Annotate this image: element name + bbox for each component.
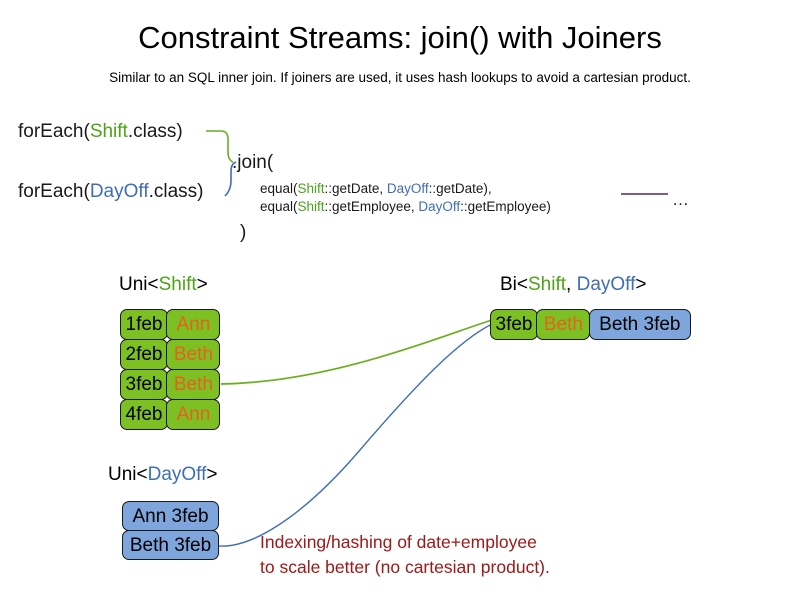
- cell-date: 1feb: [120, 309, 168, 340]
- code-joiner-2-prefix: equal(: [260, 199, 298, 214]
- brace-shift-to-join: [206, 130, 234, 163]
- code-join-close: ): [240, 222, 247, 243]
- cell-dayoff-pair: Beth 3feb: [122, 530, 219, 560]
- code-type-dayoff: DayOff: [89, 181, 149, 202]
- code-type-shift: Shift: [89, 121, 128, 142]
- uni-dayoff-header-prefix: Uni<: [108, 464, 148, 485]
- code-joiner-2-left-method: ::getEmployee,: [324, 199, 419, 214]
- indexing-note-line2: to scale better (no cartesian product).: [260, 556, 550, 577]
- code-foreach-shift: forEach(Shift.class): [18, 121, 183, 143]
- cell-dayoff-pair: Beth 3feb: [588, 309, 691, 340]
- code-joiner-1: equal(Shift::getDate, DayOff::getDate),: [260, 181, 492, 196]
- uni-shift-header-suffix: >: [196, 274, 208, 295]
- code-joiner-1-left-type: Shift: [297, 181, 325, 196]
- bi-header-separator: ,: [566, 274, 577, 295]
- cell-employee: Ann: [166, 399, 221, 430]
- uni-shift-header-type: Shift: [158, 274, 197, 295]
- cell-date: 3feb: [120, 369, 168, 400]
- bi-header-prefix: Bi<: [500, 274, 528, 295]
- code-join-open: .join(: [232, 152, 274, 173]
- code-foreach-shift-suffix: .class): [127, 121, 183, 142]
- code-foreach-dayoff: forEach(DayOff.class): [18, 181, 204, 203]
- indexing-note-line1: Indexing/hashing of date+employee: [260, 532, 537, 552]
- uni-shift-row: 2feb Beth: [120, 339, 221, 370]
- uni-shift-row: 4feb Ann: [120, 399, 221, 430]
- code-joiner-2: equal(Shift::getEmployee, DayOff::getEmp…: [260, 199, 551, 214]
- uni-shift-header-prefix: Uni<: [119, 274, 159, 295]
- code-foreach-dayoff-suffix: .class): [148, 181, 204, 202]
- cell-employee: Beth: [536, 309, 591, 340]
- code-joiner-2-right-type: DayOff: [418, 199, 461, 214]
- code-ellipsis: …: [672, 190, 689, 209]
- indexing-note: Indexing/hashing of date+employee to sca…: [260, 530, 550, 580]
- uni-dayoff-header: Uni<DayOff>: [108, 464, 218, 486]
- uni-shift-row: 1feb Ann: [120, 309, 221, 340]
- bi-header-type-a: Shift: [528, 274, 567, 295]
- cell-dayoff-pair: Ann 3feb: [122, 501, 219, 531]
- uni-shift-row: 3feb Beth: [120, 369, 221, 400]
- cell-date: 4feb: [120, 399, 168, 430]
- cell-date: 3feb: [490, 309, 538, 340]
- uni-dayoff-header-type: DayOff: [147, 464, 207, 485]
- cell-date: 2feb: [120, 339, 168, 370]
- cell-employee: Beth: [166, 369, 221, 400]
- code-foreach-shift-prefix: forEach(: [18, 121, 90, 142]
- code-foreach-dayoff-prefix: forEach(: [18, 181, 90, 202]
- cell-employee: Ann: [166, 309, 221, 340]
- page-title: Constraint Streams: join() with Joiners: [138, 20, 662, 55]
- uni-dayoff-row: Beth 3feb: [122, 530, 219, 560]
- code-joiner-2-right-method: ::getEmployee): [460, 199, 551, 214]
- curve-dayoff-to-bi: [218, 323, 493, 547]
- curve-shift-to-bi: [220, 319, 493, 385]
- bi-stream-header: Bi<Shift, DayOff>: [500, 274, 646, 296]
- bi-header-type-b: DayOff: [576, 274, 636, 295]
- cell-employee: Beth: [166, 339, 221, 370]
- code-joiner-1-left-method: ::getDate,: [324, 181, 387, 196]
- bi-header-suffix: >: [635, 274, 647, 295]
- code-joiner-1-prefix: equal(: [260, 181, 298, 196]
- uni-dayoff-row: Ann 3feb: [122, 501, 219, 531]
- page-subtitle: Similar to an SQL inner join. If joiners…: [109, 70, 691, 85]
- code-joiner-1-right-type: DayOff: [386, 181, 429, 196]
- code-joiner-2-left-type: Shift: [297, 199, 325, 214]
- code-joiner-1-right-method: ::getDate),: [428, 181, 492, 196]
- uni-shift-header: Uni<Shift>: [119, 274, 208, 296]
- uni-dayoff-header-suffix: >: [206, 464, 218, 485]
- bi-stream-row: 3feb Beth Beth 3feb: [490, 309, 691, 340]
